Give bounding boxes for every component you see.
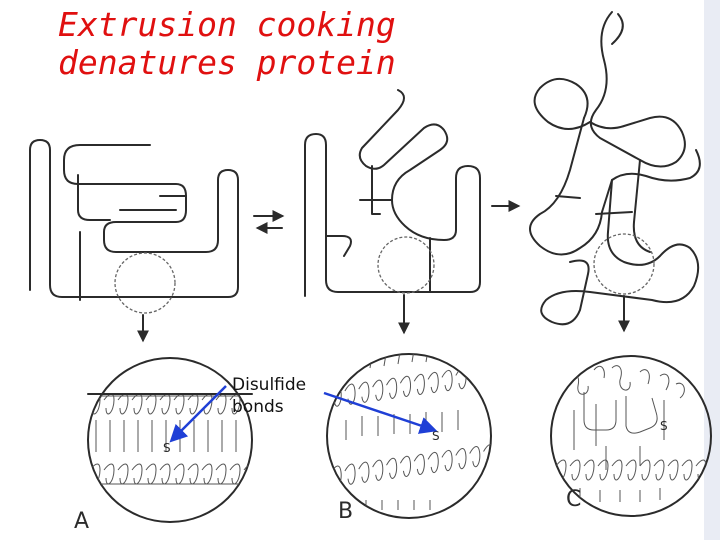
panel-label-a: A <box>74 509 89 534</box>
native-protein-structure <box>29 139 239 301</box>
callout-line-2: bonds <box>232 397 284 417</box>
callout-arrow-left <box>169 385 227 443</box>
callout-line-1: Disulfide <box>232 375 307 395</box>
paper-edge-band <box>704 0 720 540</box>
slide-title: Extrusion cooking denatures protein <box>58 6 396 82</box>
title-line-1: Extrusion cooking <box>58 5 396 44</box>
zoom-region-b <box>377 236 435 294</box>
denatured-random-coil <box>529 11 701 326</box>
disulfide-callout: Disulfide bonds <box>232 374 306 418</box>
zoom-region-c <box>593 233 655 295</box>
bond-mark-b: S <box>432 429 440 443</box>
zoom-circle-b <box>326 353 492 519</box>
zoom-circle-c <box>550 355 712 517</box>
panel-label-b: B <box>338 499 353 524</box>
partially-unfolded-structure <box>304 89 481 297</box>
bond-mark-c: S <box>660 419 668 433</box>
callout-arrow-right <box>323 391 438 434</box>
panel-label-c: C <box>566 487 581 512</box>
reversible-arrows <box>253 210 285 234</box>
zoom-region-a <box>114 252 176 314</box>
title-line-2: denatures protein <box>58 43 396 82</box>
zoom-circle-a <box>87 357 253 523</box>
bond-mark-a: S <box>163 441 171 455</box>
